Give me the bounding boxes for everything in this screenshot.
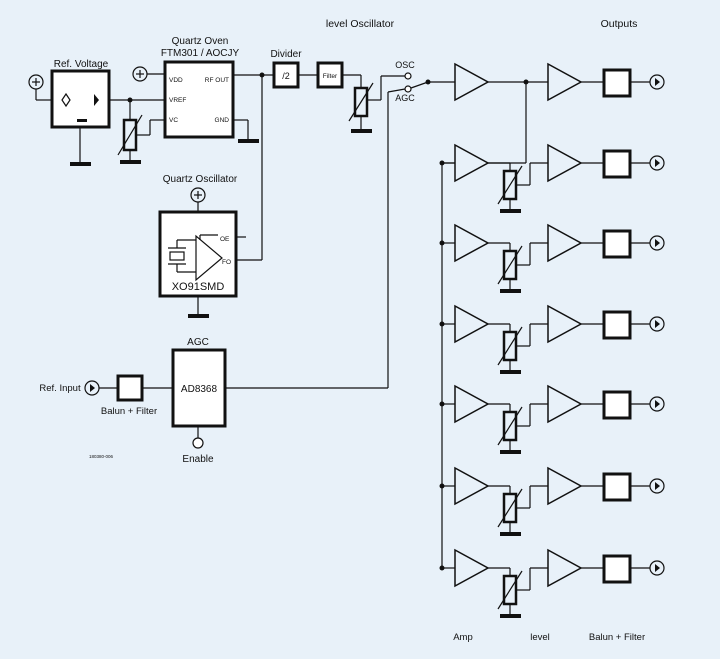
pin-vref-label: VREF xyxy=(169,97,186,104)
amplifier-icon xyxy=(547,223,583,263)
ground-icon xyxy=(500,209,521,213)
output-connector-icon xyxy=(649,74,665,90)
oscillator-amp-icon xyxy=(195,234,223,282)
balun-column-label: Balun + Filter xyxy=(589,632,645,643)
ground-icon xyxy=(500,614,521,618)
figure-code: 180380-006 xyxy=(89,454,114,459)
divide-by-label: /2 xyxy=(282,71,290,81)
quartz-oven-box xyxy=(163,60,235,139)
osc-label: OSC xyxy=(395,60,415,70)
input-balun-label: Balun + Filter xyxy=(101,406,157,417)
amplifier-icon xyxy=(547,548,583,588)
diode-icon xyxy=(61,92,71,108)
amp-column-label: Amp xyxy=(453,632,473,643)
enable-label: Enable xyxy=(182,454,214,465)
ground-icon xyxy=(500,289,521,293)
ground-icon xyxy=(500,450,521,454)
amplifier-icon xyxy=(454,143,490,183)
pin-oe-label: OE xyxy=(220,236,230,243)
xo-part-label: XO91SMD xyxy=(172,281,225,293)
pin-gnd-label: GND xyxy=(215,117,230,124)
amplifier-icon xyxy=(547,466,583,506)
output-channels xyxy=(439,62,665,618)
amplifier-icon xyxy=(547,384,583,424)
amplifier-icon xyxy=(454,384,490,424)
pin-vc-label: VC xyxy=(169,117,178,124)
balun-filter-box xyxy=(602,229,632,259)
output-connector-icon xyxy=(649,396,665,412)
amplifier-icon xyxy=(454,62,490,102)
filter-box xyxy=(316,61,344,89)
enable-pin-icon xyxy=(192,437,204,449)
ref-voltage-box xyxy=(50,69,111,129)
output-connector-icon xyxy=(649,316,665,332)
amplifier-icon xyxy=(454,304,490,344)
input-balun-box xyxy=(116,374,144,402)
ref-input-label: Ref. Input xyxy=(39,383,81,394)
quartz-oscillator-label: Quartz Oscillator xyxy=(163,174,238,185)
amplifier-icon xyxy=(547,143,583,183)
ground-icon xyxy=(238,139,259,143)
output-connector-icon xyxy=(649,478,665,494)
ground-icon xyxy=(70,162,91,166)
pin-fo-label: FO xyxy=(222,259,231,266)
agc-chip-box xyxy=(171,348,227,428)
ground-icon xyxy=(500,370,521,374)
pin-vdd-label: VDD xyxy=(169,77,183,84)
output-connector-icon xyxy=(649,560,665,576)
output-connector-icon xyxy=(649,155,665,171)
outputs-label: Outputs xyxy=(601,18,638,30)
output-connector-icon xyxy=(649,235,665,251)
pin-rfout-label: RF OUT xyxy=(205,77,229,84)
amplifier-icon xyxy=(454,223,490,263)
amplifier-icon xyxy=(547,62,583,102)
level-column-label: level xyxy=(530,632,550,643)
quartz-oven-label: Quartz Oven xyxy=(172,36,229,47)
divider-label: Divider xyxy=(270,49,302,60)
balun-filter-box xyxy=(602,472,632,502)
amplifier-icon xyxy=(547,304,583,344)
ground-icon xyxy=(188,314,209,318)
amplifier-icon xyxy=(454,548,490,588)
crystal-icon xyxy=(169,251,185,261)
agc-title-label: AGC xyxy=(187,337,209,348)
agc-block: AGC AD8368 Ref. Input Balun + Filter Ena… xyxy=(39,88,406,465)
balun-filter-box xyxy=(602,310,632,340)
quartz-oven-part: FTM301 / AOCJY xyxy=(161,48,240,59)
balun-filter-box xyxy=(602,68,632,98)
balun-filter-box xyxy=(602,390,632,420)
filter-label: Filter xyxy=(323,73,338,80)
divider-block: Divider /2 Filter xyxy=(270,49,405,133)
ground-icon xyxy=(500,532,521,536)
diagram-title: level Oscillator xyxy=(326,18,395,30)
balun-filter-box xyxy=(602,149,632,179)
agc-chip-label: AD8368 xyxy=(181,384,218,395)
amplifier-icon xyxy=(454,466,490,506)
balun-filter-box xyxy=(602,554,632,584)
ref-voltage-block: Ref. Voltage xyxy=(28,59,165,166)
ref-voltage-label: Ref. Voltage xyxy=(54,59,109,70)
output-arrow-icon xyxy=(94,94,99,106)
quartz-oven-block: Quartz Oven FTM301 / AOCJY VDD VREF VC R… xyxy=(132,36,274,260)
xo-box xyxy=(158,210,238,298)
osc-agc-switch: OSC AGC xyxy=(395,60,455,103)
quartz-oscillator-block: Quartz Oscillator OE FO XO91SMD xyxy=(158,174,262,318)
agc-switch-label: AGC xyxy=(395,93,415,103)
